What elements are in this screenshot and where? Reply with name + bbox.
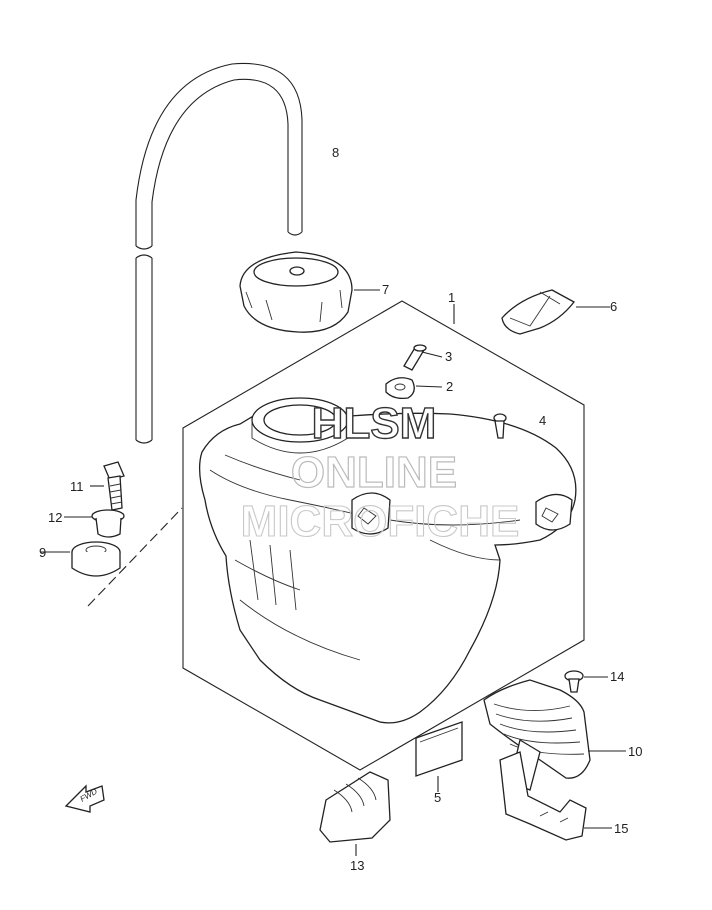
cap-plate-2 — [385, 377, 415, 400]
callout-15: 15 — [614, 821, 628, 836]
fuel-tank — [198, 397, 577, 724]
callout-13: 13 — [350, 858, 364, 873]
screw-4 — [493, 413, 507, 439]
callout-11: 11 — [70, 479, 84, 494]
watermark-line-3: MICROFICHE — [241, 497, 520, 546]
forward-arrow-icon: FWD — [64, 784, 105, 813]
cushion-9 — [71, 541, 121, 577]
callout-1: 1 — [448, 290, 455, 305]
watermark: HLSM ONLINE MICROFICHE — [240, 398, 520, 546]
label-plate-5 — [415, 721, 463, 777]
watermark-line-1: HLSM — [312, 399, 437, 448]
callout-10: 10 — [628, 744, 642, 759]
heat-protector-10 — [483, 679, 591, 791]
callout-5: 5 — [434, 790, 441, 805]
mount-leader-line — [87, 507, 183, 607]
watermark-line-2: ONLINE — [291, 448, 457, 497]
callout-14: 14 — [610, 669, 624, 684]
leader-lines — [40, 289, 626, 856]
bracket-15 — [499, 751, 587, 841]
fuel-cap — [239, 251, 353, 333]
callout-6: 6 — [610, 299, 617, 314]
clip-6 — [501, 289, 575, 335]
callout-9: 9 — [39, 545, 46, 560]
callout-12: 12 — [48, 510, 62, 525]
washer-12 — [91, 509, 125, 538]
screw-14 — [564, 670, 584, 693]
bolt-11 — [103, 461, 125, 511]
screw-3 — [403, 344, 427, 371]
breather-hose — [135, 62, 303, 444]
guard-13 — [319, 771, 391, 843]
callout-3: 3 — [445, 349, 452, 364]
callout-2: 2 — [446, 379, 453, 394]
assembly-outline — [182, 300, 585, 771]
callout-8: 8 — [332, 145, 339, 160]
callout-7: 7 — [382, 282, 389, 297]
callout-4: 4 — [539, 413, 546, 428]
